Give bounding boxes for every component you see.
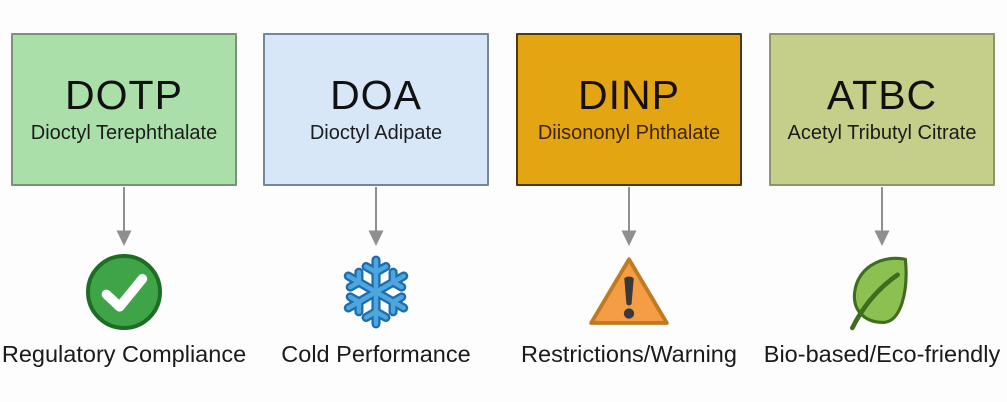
- dotp-icon-wrap: [84, 252, 164, 332]
- atbc-icon-wrap: [843, 252, 921, 332]
- doa-icon-wrap: [338, 252, 414, 332]
- doa-trait-label: Cold Performance: [281, 341, 471, 367]
- dinp-icon-wrap: [586, 252, 672, 332]
- dinp-full-name: Diisononyl Phthalate: [537, 122, 721, 145]
- warning-triangle-icon: [589, 257, 669, 325]
- dinp-box: DINP Diisononyl Phthalate: [516, 33, 742, 186]
- atbc-box: ATBC Acetyl Tributyl Citrate: [769, 33, 995, 186]
- down-arrow: [874, 187, 890, 246]
- down-arrow: [368, 187, 384, 246]
- dinp-abbr: DINP: [578, 71, 680, 118]
- leaf-icon: [850, 256, 908, 331]
- atbc-abbr: ATBC: [826, 71, 938, 118]
- column-dinp: DINP Diisononyl Phthalate Restrictions/W…: [516, 0, 742, 368]
- dotp-trait-label: Regulatory Compliance: [1, 341, 247, 367]
- down-arrow: [116, 187, 132, 246]
- column-atbc: ATBC Acetyl Tributyl Citrate Bio-based/E…: [764, 0, 1000, 368]
- column-doa: DOA Dioctyl Adipate Cold Performance: [263, 0, 489, 368]
- dotp-box: DOTP Dioctyl Terephthalate: [11, 33, 237, 186]
- down-arrow: [621, 187, 637, 246]
- check-circle-icon: [86, 254, 162, 330]
- doa-box: DOA Dioctyl Adipate: [263, 33, 489, 186]
- atbc-trait-label: Bio-based/Eco-friendly: [763, 341, 1001, 367]
- dinp-trait-label: Restrictions/Warning: [521, 341, 737, 367]
- atbc-full-name: Acetyl Tributyl Citrate: [787, 122, 977, 145]
- doa-abbr: DOA: [330, 71, 422, 118]
- snowflake-icon: [343, 255, 409, 329]
- column-dotp: DOTP Dioctyl Terephthalate Regulatory Co…: [2, 0, 246, 368]
- doa-full-name: Dioctyl Adipate: [309, 122, 443, 145]
- dotp-abbr: DOTP: [65, 71, 183, 118]
- dotp-full-name: Dioctyl Terephthalate: [30, 122, 218, 145]
